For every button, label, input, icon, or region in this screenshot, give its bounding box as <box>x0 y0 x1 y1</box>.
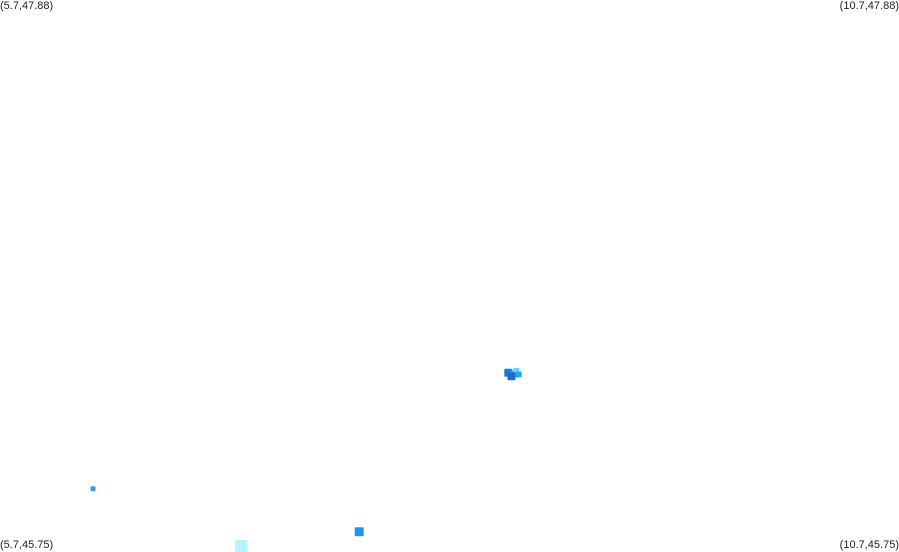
map-marker-8[interactable] <box>235 540 248 552</box>
map-marker-4[interactable] <box>515 371 522 378</box>
corner-label-bottom-left: (5.7,45.75) <box>0 539 54 551</box>
corner-label-bottom-right: (10.7,45.75) <box>839 539 899 551</box>
map-marker-7[interactable] <box>354 527 364 537</box>
corner-label-top-right: (10.7,47.88) <box>839 0 899 12</box>
map-marker-6[interactable] <box>90 486 96 492</box>
map-marker-5[interactable] <box>507 372 516 381</box>
corner-label-top-left: (5.7,47.88) <box>0 0 54 12</box>
